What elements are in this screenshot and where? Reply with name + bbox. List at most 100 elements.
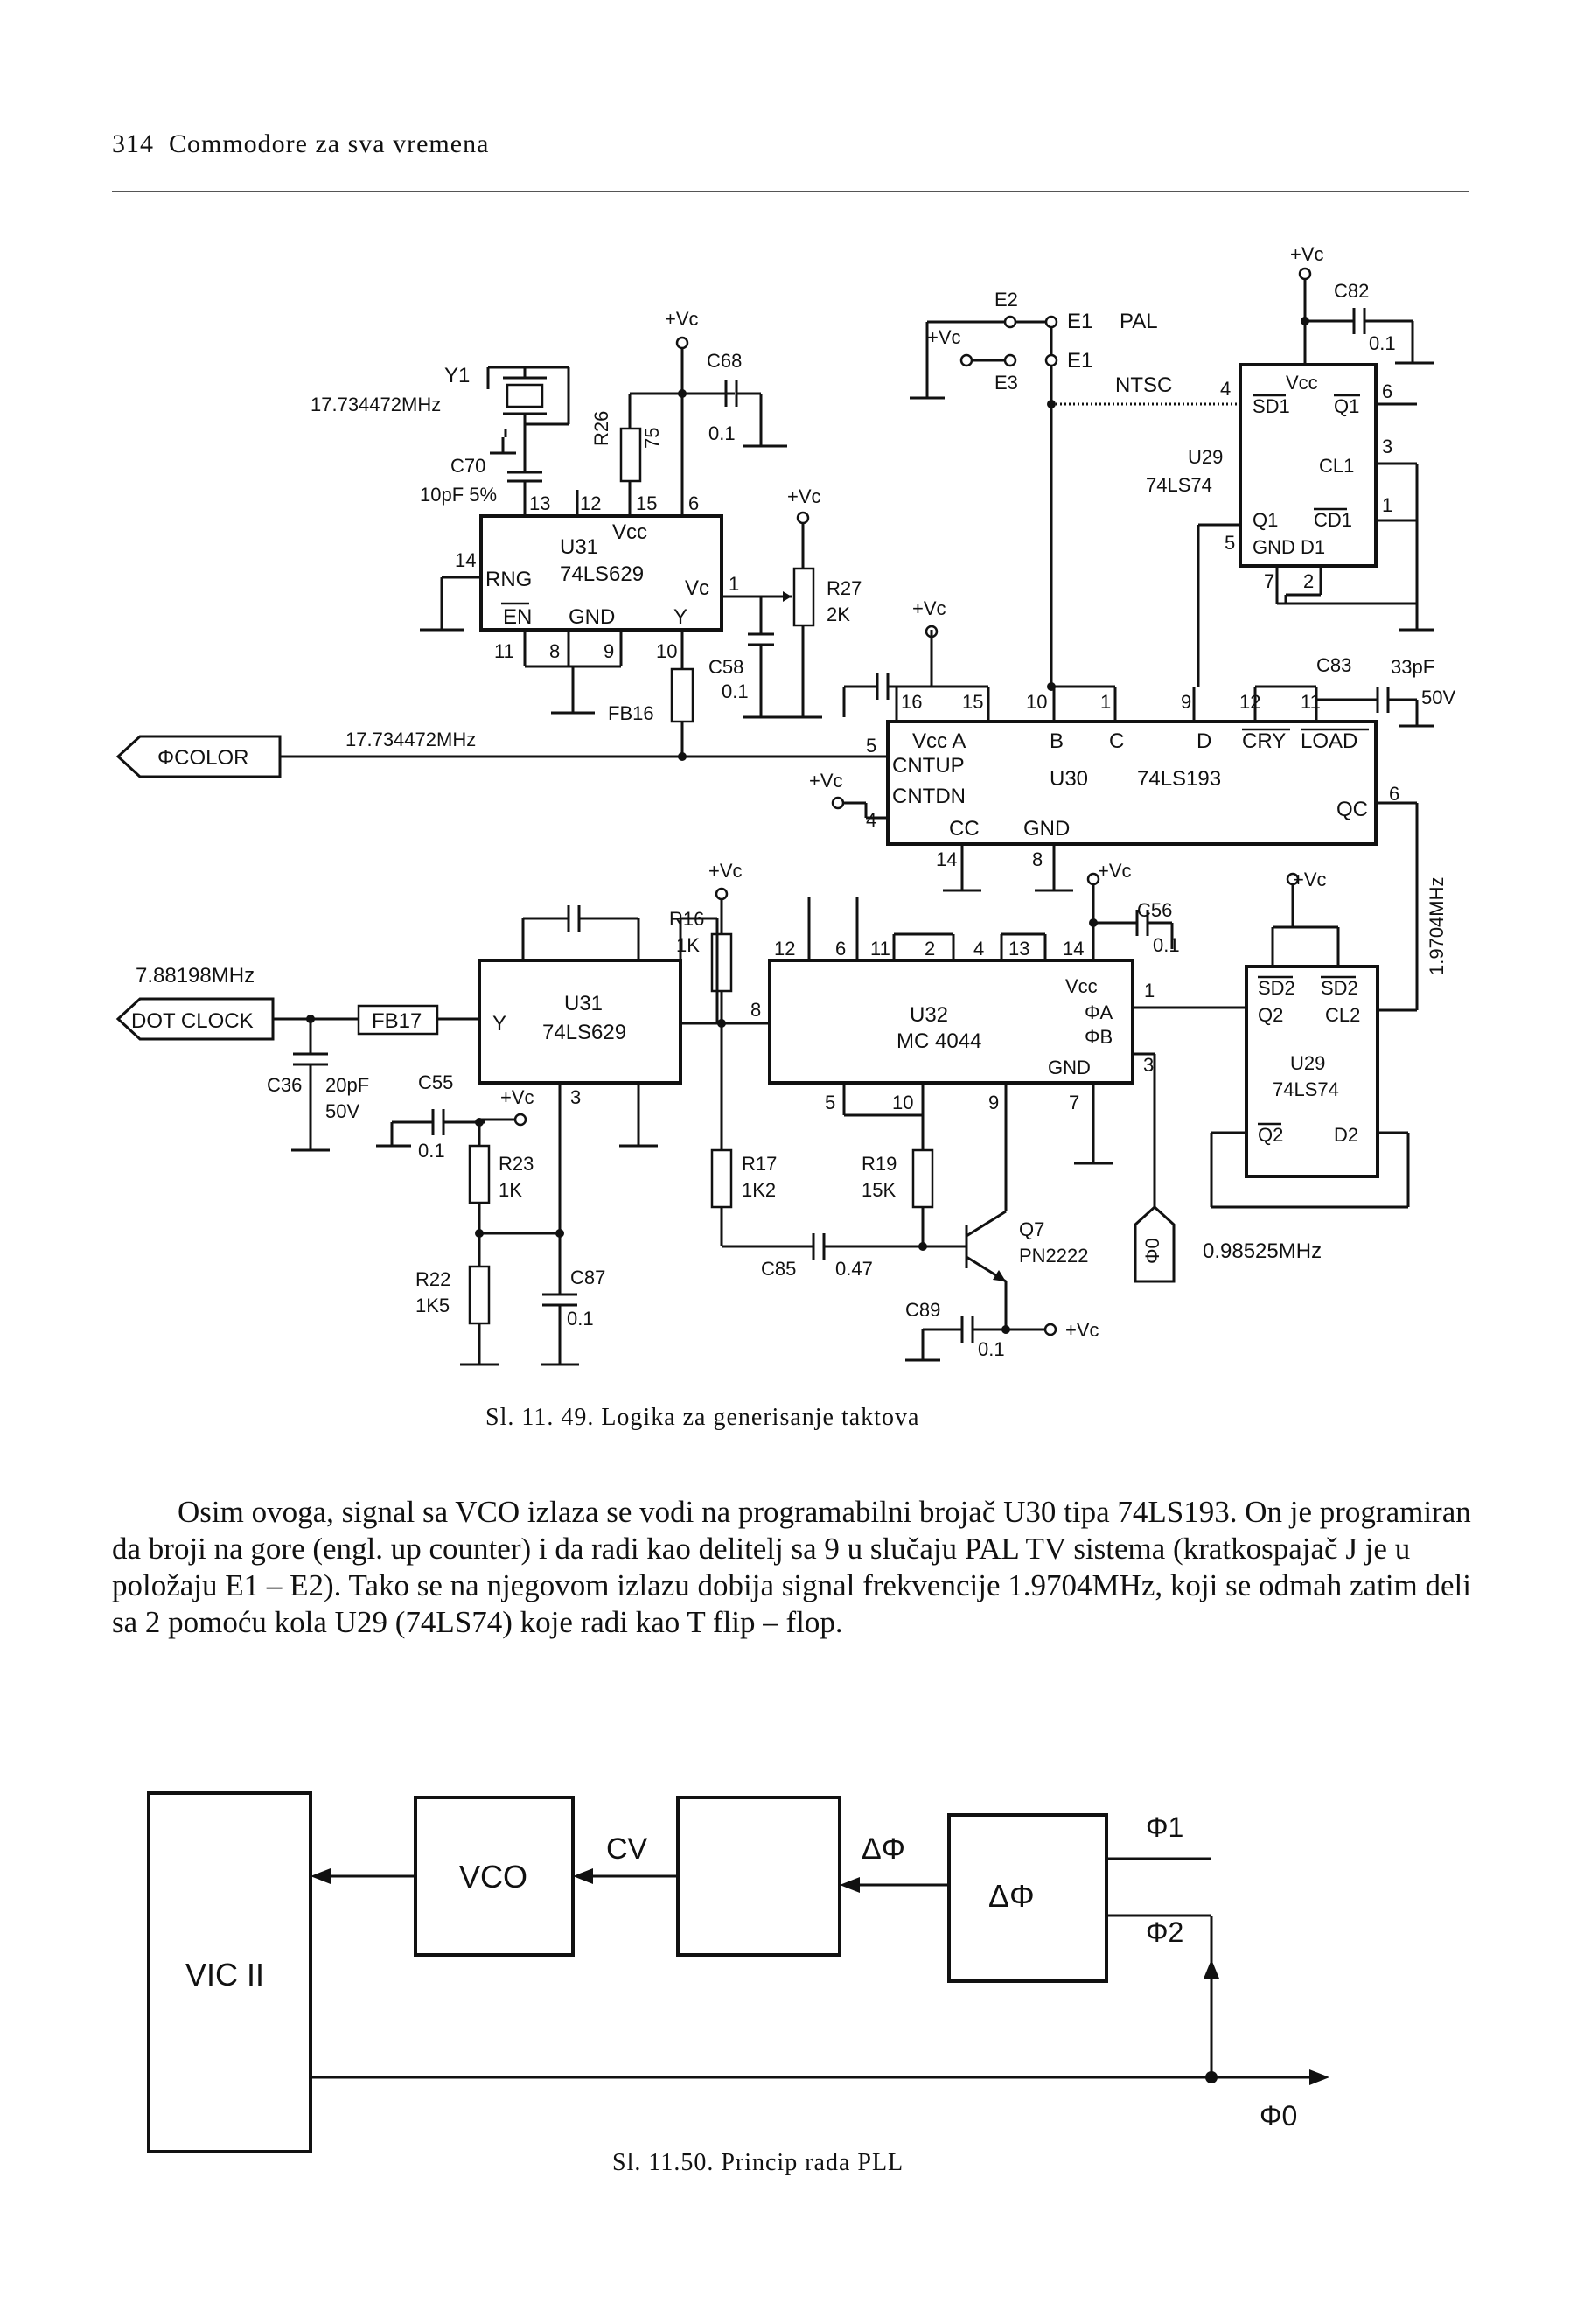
- vc-label-4: +Vc: [809, 770, 843, 792]
- r27-label: R27: [827, 577, 862, 599]
- svg-text:1: 1: [1382, 494, 1392, 516]
- u30-cry: CRY: [1242, 729, 1286, 753]
- e2-label: E2: [994, 289, 1018, 311]
- u32-type: MC 4044: [897, 1029, 981, 1053]
- svg-text:11: 11: [494, 640, 514, 662]
- ntsc-label: NTSC: [1115, 373, 1172, 397]
- svg-text:15: 15: [962, 691, 983, 713]
- vco-label: VCO: [459, 1859, 527, 1895]
- fb17-label: FB17: [372, 1009, 422, 1033]
- header-rule: [112, 191, 1469, 192]
- u31-lower-y: Y: [492, 1012, 506, 1036]
- u31-gnd-label: GND: [569, 605, 615, 629]
- svg-text:3: 3: [1143, 1054, 1154, 1076]
- svg-text:15: 15: [636, 492, 657, 514]
- phicolor-label: ΦCOLOR: [157, 746, 249, 770]
- u32-label: U32: [910, 1003, 948, 1027]
- c56-value: 0.1: [1153, 934, 1180, 956]
- u31-upper-chip: [479, 514, 723, 632]
- e1-label-pal: E1: [1067, 310, 1092, 333]
- u31-en-label: EN: [503, 605, 532, 629]
- u30-b: B: [1050, 729, 1064, 753]
- c87-label: C87: [570, 1267, 605, 1288]
- c70-value: 10pF 5%: [420, 484, 497, 506]
- r16-value: 1K: [676, 934, 700, 956]
- u30-type: 74LS193: [1137, 767, 1221, 791]
- u31-y-label: Y: [673, 605, 687, 629]
- r19-label: R19: [862, 1153, 897, 1175]
- u29-upper-label: U29: [1188, 446, 1223, 468]
- phi0-freq-label: 0.98525MHz: [1203, 1239, 1322, 1263]
- r17-label: R17: [742, 1153, 777, 1175]
- paragraph-text: Osim ovoga, signal sa VCO izlaza se vodi…: [112, 1495, 1471, 1639]
- c83-voltage: 50V: [1421, 687, 1455, 708]
- e1-label-ntsc: E1: [1067, 349, 1092, 373]
- pll-block-diagram: VIC II VCO ΔΦ CV ΔΦ Φ1 Φ2 Φ0: [147, 1791, 1329, 2153]
- svg-text:9: 9: [988, 1092, 999, 1113]
- svg-text:13: 13: [1008, 938, 1029, 960]
- c82-value: 0.1: [1369, 332, 1396, 354]
- dot-clock-label: DOT CLOCK: [131, 1009, 254, 1033]
- svg-text:9: 9: [604, 640, 614, 662]
- svg-text:14: 14: [1063, 938, 1084, 960]
- u31-lower-type: 74LS629: [542, 1021, 626, 1044]
- u30-qc: QC: [1336, 798, 1368, 821]
- u31-upper-type: 74LS629: [560, 562, 644, 586]
- figure-caption-1149: Sl. 11. 49. Logika za generisanje taktov…: [485, 1404, 920, 1431]
- q7-label: Q7: [1019, 1218, 1044, 1240]
- u31-vc-label: Vc: [685, 576, 709, 600]
- u30-cc: CC: [949, 817, 980, 841]
- svg-text:4: 4: [866, 809, 876, 831]
- svg-text:8: 8: [549, 640, 560, 662]
- c58-label: C58: [708, 656, 743, 678]
- svg-text:4: 4: [973, 938, 984, 960]
- u30-load: LOAD: [1301, 729, 1357, 753]
- r22-value: 1K5: [415, 1295, 450, 1316]
- dot-freq-label: 7.88198MHz: [136, 964, 255, 988]
- u29-cl2: CL2: [1325, 1004, 1360, 1026]
- book-title: Commodore za sva vremena: [169, 129, 490, 158]
- u29-gnd-d1: GND D1: [1253, 536, 1325, 558]
- r17-value: 1K2: [742, 1179, 776, 1201]
- phase-detector-label: ΔΦ: [988, 1878, 1035, 1914]
- u29-q2bar: Q2: [1258, 1124, 1283, 1146]
- phi0-connector-label: Φ0: [1141, 1238, 1163, 1264]
- vic-ii-block: [147, 1791, 312, 2153]
- vc-label-5: +Vc: [927, 326, 961, 348]
- e3-label: E3: [994, 372, 1018, 394]
- u32-phia: ΦA: [1085, 1001, 1113, 1023]
- c36-value: 20pF: [325, 1074, 369, 1096]
- c36-voltage: 50V: [325, 1100, 359, 1122]
- svg-text:10: 10: [892, 1092, 913, 1113]
- vc-label-8: +Vc: [708, 860, 743, 882]
- svg-text:7: 7: [1264, 570, 1274, 592]
- body-paragraph: Osim ovoga, signal sa VCO izlaza se vodi…: [112, 1494, 1476, 1641]
- phi2-label: Φ2: [1146, 1916, 1183, 1948]
- c56-label: C56: [1137, 899, 1172, 921]
- u29-q1: Q1: [1253, 509, 1278, 531]
- vc-label-10: +Vc: [1065, 1319, 1099, 1341]
- y1-freq: 17.734472MHz: [311, 394, 441, 415]
- c89-value: 0.1: [978, 1338, 1005, 1360]
- u32-chip: [768, 959, 1134, 1085]
- svg-text:5: 5: [1225, 532, 1235, 554]
- u32-phib: ΦB: [1085, 1026, 1113, 1048]
- svg-text:10: 10: [656, 640, 677, 662]
- c85-label: C85: [761, 1258, 796, 1280]
- clock-logic-schematic: U31 Vcc 74LS629 RNG EN GND Y Vc 13 12 15…: [115, 243, 1455, 1366]
- y1-label: Y1: [444, 364, 470, 387]
- svg-text:12: 12: [1239, 691, 1260, 713]
- u31-rng-label: RNG: [485, 568, 532, 591]
- c55-value: 0.1: [418, 1140, 445, 1162]
- cv-signal-label: CV: [606, 1832, 648, 1866]
- u29-lower-chip: [1245, 965, 1379, 1178]
- pal-label: PAL: [1120, 310, 1158, 333]
- u32-vcc: Vcc: [1065, 975, 1098, 997]
- svg-text:6: 6: [1389, 783, 1399, 805]
- c85-value: 0.47: [835, 1258, 873, 1280]
- vic-ii-label: VIC II: [185, 1957, 264, 1992]
- c68-value: 0.1: [708, 422, 736, 444]
- u29-q2: Q2: [1258, 1004, 1283, 1026]
- u29-cd1: CD1: [1314, 509, 1352, 531]
